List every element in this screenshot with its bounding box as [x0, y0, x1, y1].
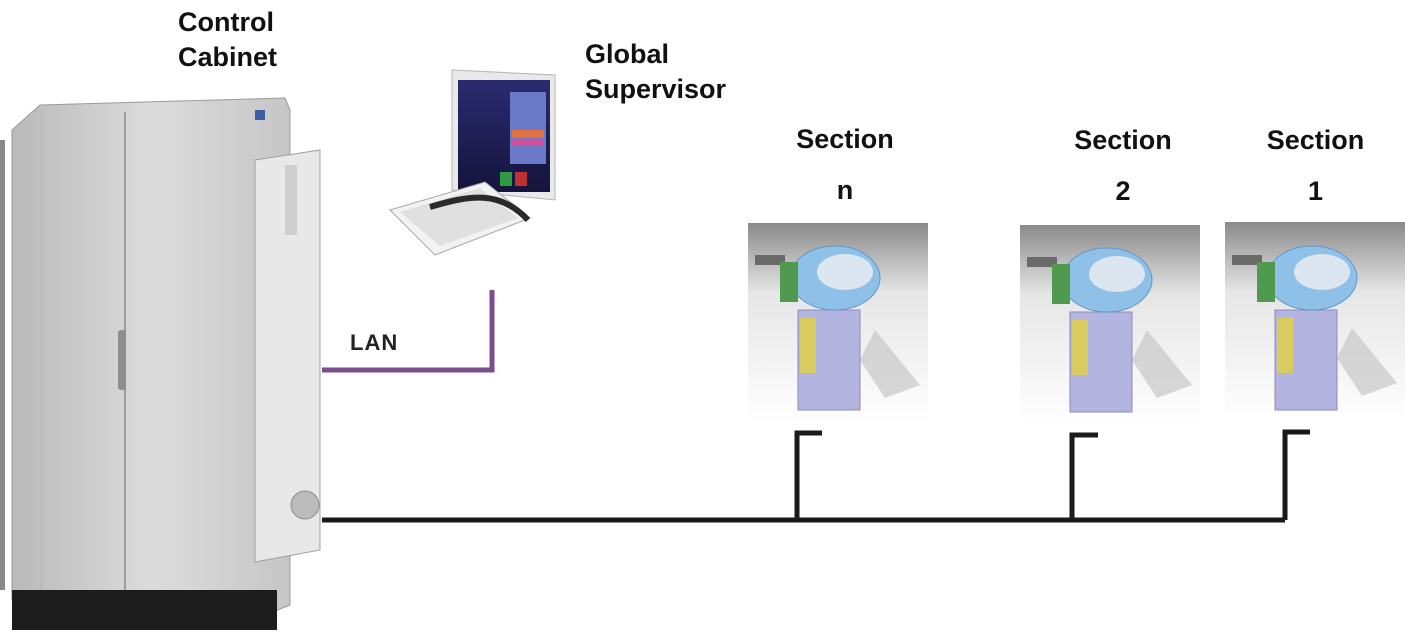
global-supervisor-label-line1: Global	[585, 39, 670, 69]
section-2-label-line2: 2	[1115, 176, 1131, 206]
section-1-label: Section 1	[1248, 123, 1383, 209]
control-cabinet-label-line2: Cabinet	[178, 42, 278, 72]
lan-label: LAN	[350, 330, 399, 355]
section-2-label-line1: Section	[1074, 125, 1172, 155]
section-n-label: Section n	[780, 122, 910, 208]
section-1-label-line1: Section	[1266, 125, 1365, 155]
bus-line	[322, 429, 1310, 523]
section-1-label-line2: 1	[1307, 176, 1324, 206]
control-cabinet-image	[0, 97, 321, 630]
section-n-image	[748, 223, 928, 423]
global-supervisor-computer-image	[389, 69, 556, 256]
section-n-label-line1: Section	[796, 124, 894, 154]
section-2-image	[1020, 225, 1200, 425]
section-1-image	[1225, 222, 1405, 422]
section-n-label-line2: n	[836, 175, 854, 205]
section-2-label: Section 2	[1058, 123, 1188, 209]
control-cabinet-label-line1: Control	[178, 7, 274, 37]
global-supervisor-label-line2: Supervisor	[585, 74, 727, 104]
control-cabinet-label: Control Cabinet	[178, 5, 277, 75]
lan-line	[322, 290, 495, 373]
global-supervisor-label: Global Supervisor	[585, 37, 726, 107]
